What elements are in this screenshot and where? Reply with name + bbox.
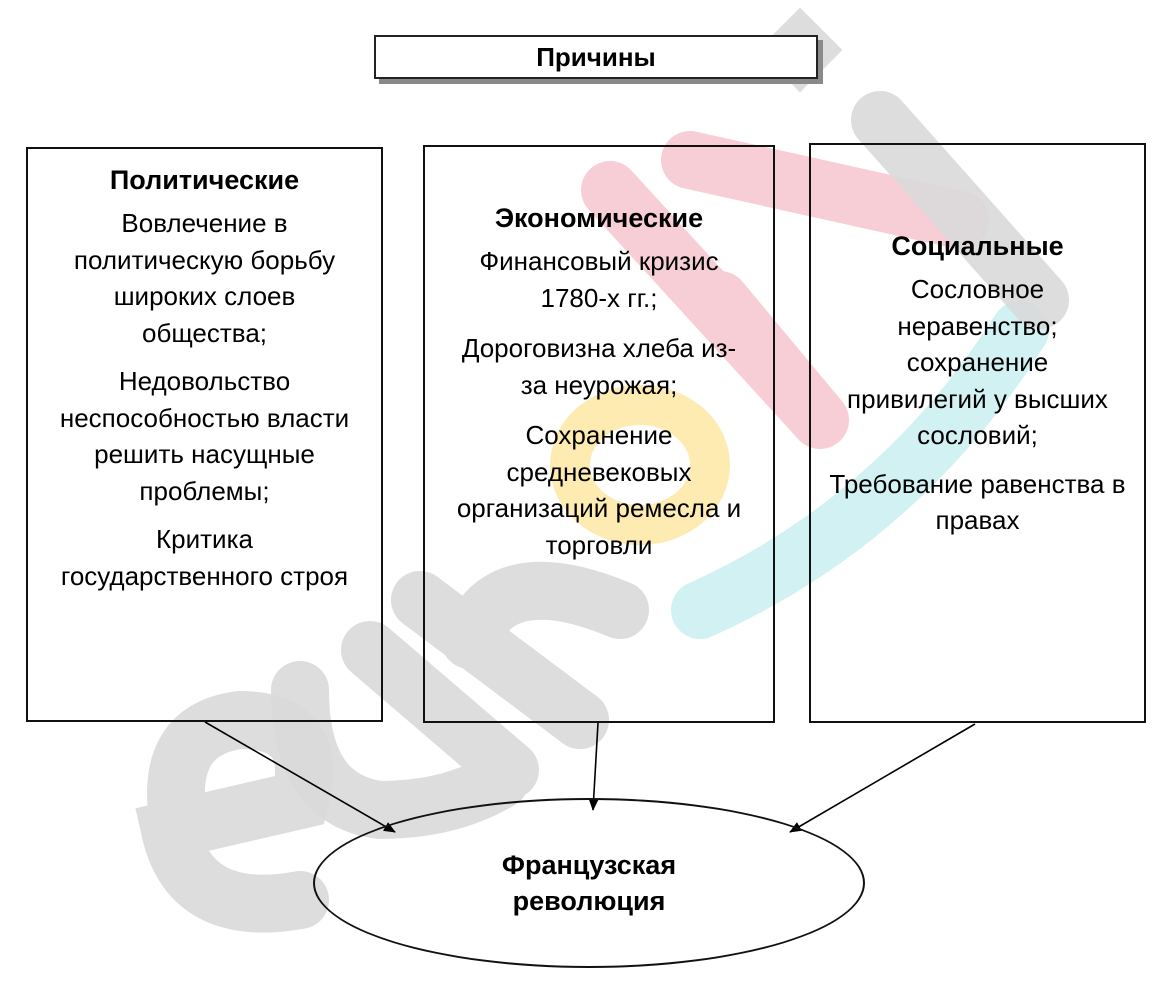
watermark-e: [135, 690, 333, 933]
watermark-r: [391, 561, 649, 749]
arrow-economic-to-result: [588, 722, 599, 811]
watermark-swoosh: [671, 301, 1049, 639]
economic-causes-box: Экономические Финансовый кризис 1780-х г…: [423, 145, 775, 723]
political-item: Критика государственного строя: [60, 524, 349, 591]
social-heading: Социальные: [891, 231, 1064, 261]
economic-item: Дороговизна хлеба из-за неурожая;: [461, 333, 737, 400]
result-label: Французская революция: [501, 850, 677, 916]
causes-title: Причины: [536, 41, 656, 72]
economic-item: Финансовый кризис 1780-х гг.;: [479, 246, 719, 313]
arrow-political-to-result: [204, 721, 396, 833]
social-item: Сословное неравенство; сохранение привил…: [847, 274, 1108, 450]
economic-item: Сохранение средневековых организаций рем…: [456, 420, 742, 560]
political-heading: Политические: [109, 165, 300, 195]
social-causes-box: Социальные Сословное неравенство; сохран…: [809, 143, 1146, 723]
political-item: Вовлечение в политическую борьбу широких…: [73, 208, 336, 348]
economic-heading: Экономические: [494, 203, 704, 233]
watermark-i: [851, 91, 1069, 329]
political-causes-box: Политические Вовлечение в политическую б…: [26, 147, 383, 722]
arrow-social-to-result: [789, 723, 976, 833]
result-ellipse: Французская революция: [313, 798, 865, 968]
social-item: Требование равенства в правах: [829, 468, 1126, 536]
political-item: Недовольство неспособностью власти решит…: [59, 366, 350, 506]
watermark-o: [550, 385, 730, 545]
watermark-k: [581, 131, 989, 449]
causes-title-box: Причины: [374, 35, 818, 79]
